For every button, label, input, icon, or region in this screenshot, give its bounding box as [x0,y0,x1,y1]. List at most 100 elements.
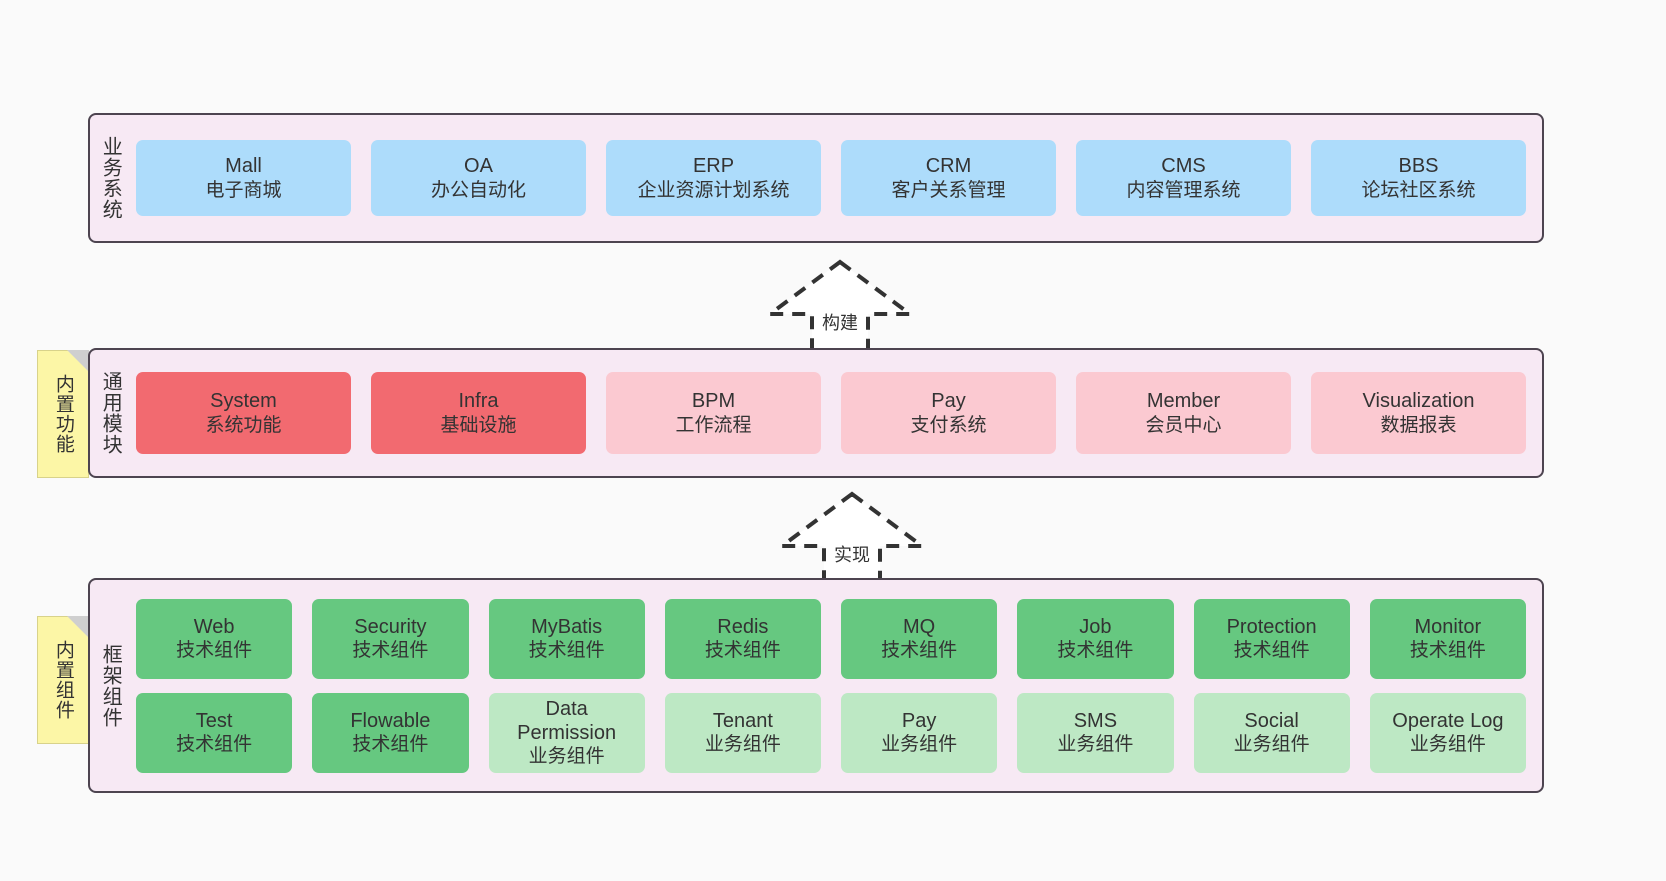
arrow-realize-label: 实现 [834,545,870,565]
layer-body-business-system: Mall 电子商城 OA 办公自动化 ERP 企业资源计划系统 CRM 客户关系… [130,115,1542,241]
component-card-title: Protection [1226,615,1317,638]
component-card-monitor[interactable]: Monitor 技术组件 [1369,598,1526,679]
component-card-social[interactable]: Social 业务组件 [1193,692,1350,773]
module-card-title: BPM [691,390,736,413]
component-card-title: Security [354,615,427,638]
arrow-realize: 实现 [772,490,932,585]
component-card-title: Monitor [1414,615,1482,638]
layer-title-business-system: 业务系统 [99,136,122,220]
layer-framework-components: 框架组件 Web 技术组件 Security 技术组件 MyBatis 技术组件… [88,578,1544,793]
component-card-subtitle: 技术组件 [352,734,429,756]
layer-row: Web 技术组件 Security 技术组件 MyBatis 技术组件 Redi… [136,598,1526,679]
component-card-subtitle: 技术组件 [352,640,429,662]
component-card-operate-log[interactable]: Operate Log 业务组件 [1369,692,1526,773]
layer-body-framework-components: Web 技术组件 Security 技术组件 MyBatis 技术组件 Redi… [130,580,1542,791]
layer-row: Test 技术组件 Flowable 技术组件 Data Permission … [136,692,1526,773]
module-card-title: System [210,390,277,413]
layer-title-framework-components: 框架组件 [99,643,122,728]
arrow-build: 构建 [760,258,920,353]
module-card-subtitle: 论坛社区系统 [1361,179,1476,201]
component-card-subtitle: 业务组件 [704,734,781,756]
component-card-sms[interactable]: SMS 业务组件 [1017,692,1174,773]
module-card-subtitle: 系统功能 [205,414,282,436]
component-card-test[interactable]: Test 技术组件 [136,692,293,773]
component-card-subtitle: 业务组件 [528,746,605,768]
module-card-member[interactable]: Member 会员中心 [1076,372,1291,454]
arrow-build-label: 构建 [822,313,858,333]
component-card-job[interactable]: Job 技术组件 [1017,598,1174,679]
layer-title-common-modules: 通用模块 [99,371,122,455]
component-card-title: Operate Log [1392,709,1504,732]
module-card-title: Infra [458,390,499,413]
module-card-subtitle: 数据报表 [1380,414,1457,436]
component-card-subtitle: 技术组件 [528,640,605,662]
component-card-subtitle: 技术组件 [1233,640,1310,662]
component-card-title: Pay [901,709,937,732]
module-card-subtitle: 内容管理系统 [1126,179,1241,201]
component-card-flowable[interactable]: Flowable 技术组件 [312,692,469,773]
module-card-subtitle: 企业资源计划系统 [637,179,790,201]
layer-body-common-modules: System 系统功能 Infra 基础设施 BPM 工作流程 Pay 支付系统… [130,350,1542,476]
note-text: 内置组件 [52,640,74,720]
module-card-title: CRM [925,155,972,178]
module-card-title: CMS [1161,155,1206,178]
component-card-title: Tenant [712,709,773,732]
layer-common-modules: 通用模块 System 系统功能 Infra 基础设施 BPM 工作流程 Pay… [88,348,1544,478]
component-card-subtitle: 业务组件 [881,734,958,756]
module-card-bpm[interactable]: BPM 工作流程 [606,372,821,454]
layer-row: Mall 电子商城 OA 办公自动化 ERP 企业资源计划系统 CRM 客户关系… [136,140,1526,216]
module-card-subtitle: 电子商城 [205,179,282,201]
module-card-title: Pay [931,390,966,413]
module-card-title: ERP [692,155,735,178]
component-card-subtitle: 技术组件 [881,640,958,662]
component-card-title: Flowable [350,709,431,732]
component-card-mq[interactable]: MQ 技术组件 [841,598,998,679]
note-builtin-function: 内置功能 [37,350,89,478]
component-card-pay[interactable]: Pay 业务组件 [841,692,998,773]
component-card-subtitle: 业务组件 [1409,734,1486,756]
module-card-oa[interactable]: OA 办公自动化 [371,140,586,216]
component-card-mybatis[interactable]: MyBatis 技术组件 [488,598,645,679]
layer-row: System 系统功能 Infra 基础设施 BPM 工作流程 Pay 支付系统… [136,372,1526,454]
module-card-subtitle: 基础设施 [440,414,517,436]
component-card-subtitle: 技术组件 [176,734,253,756]
component-card-subtitle: 技术组件 [1057,640,1134,662]
module-card-crm[interactable]: CRM 客户关系管理 [841,140,1056,216]
module-card-bbs[interactable]: BBS 论坛社区系统 [1311,140,1526,216]
module-card-title: Member [1146,390,1221,413]
component-card-title: Social [1244,709,1299,732]
component-card-protection[interactable]: Protection 技术组件 [1193,598,1350,679]
module-card-cms[interactable]: CMS 内容管理系统 [1076,140,1291,216]
module-card-pay[interactable]: Pay 支付系统 [841,372,1056,454]
note-builtin-component: 内置组件 [37,616,89,744]
component-card-web[interactable]: Web 技术组件 [136,598,293,679]
module-card-infra[interactable]: Infra 基础设施 [371,372,586,454]
component-card-redis[interactable]: Redis 技术组件 [664,598,821,679]
module-card-mall[interactable]: Mall 电子商城 [136,140,351,216]
module-card-system[interactable]: System 系统功能 [136,372,351,454]
module-card-erp[interactable]: ERP 企业资源计划系统 [606,140,821,216]
module-card-visualization[interactable]: Visualization 数据报表 [1311,372,1526,454]
component-card-subtitle: 业务组件 [1057,734,1134,756]
component-card-title: SMS [1073,709,1118,732]
module-card-subtitle: 工作流程 [675,414,752,436]
component-card-title: Test [195,709,233,732]
module-card-title: OA [464,155,493,178]
component-card-title: MQ [903,615,936,638]
component-card-subtitle: 技术组件 [176,640,253,662]
module-card-title: Visualization [1362,390,1475,413]
component-card-title: Data Permission [517,697,617,744]
component-card-title: Redis [717,615,769,638]
note-text: 内置功能 [52,374,74,454]
component-card-tenant[interactable]: Tenant 业务组件 [664,692,821,773]
module-card-title: BBS [1398,155,1439,178]
module-card-subtitle: 客户关系管理 [891,179,1006,201]
component-card-subtitle: 业务组件 [1233,734,1310,756]
module-card-subtitle: 办公自动化 [430,179,526,201]
component-card-security[interactable]: Security 技术组件 [312,598,469,679]
component-card-title: Job [1079,615,1112,638]
component-card-data-permission[interactable]: Data Permission 业务组件 [488,692,645,773]
module-card-subtitle: 会员中心 [1145,414,1222,436]
component-card-subtitle: 技术组件 [704,640,781,662]
